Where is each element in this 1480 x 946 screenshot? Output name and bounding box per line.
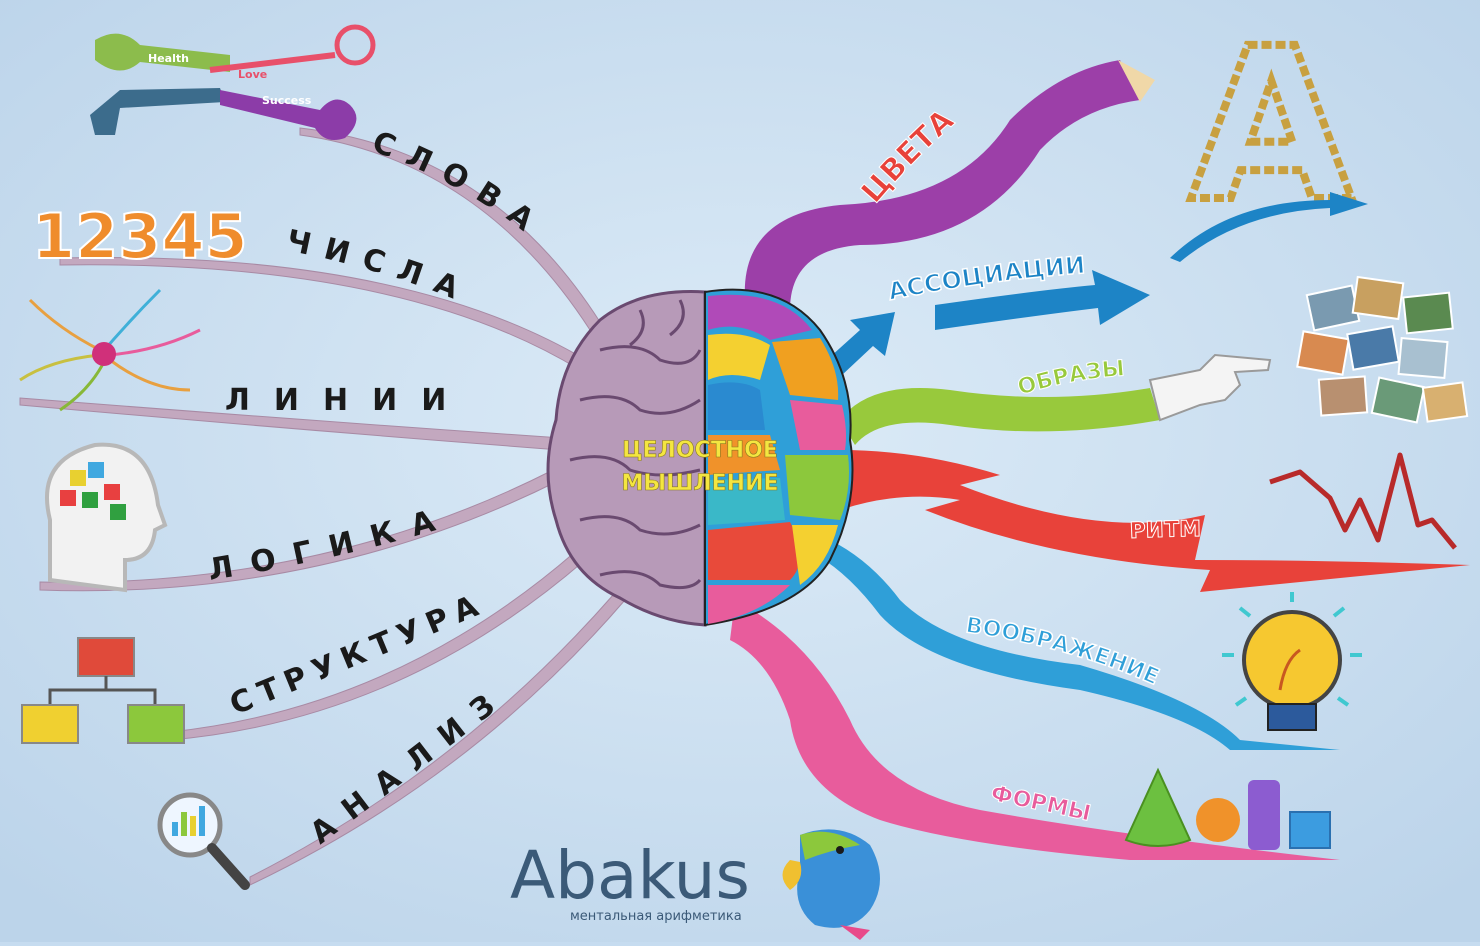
cube-icon	[1290, 812, 1330, 848]
cylinder-icon	[1248, 780, 1280, 850]
key-word-success: Success	[262, 94, 312, 107]
logo-tagline: ментальная арифметика	[570, 909, 742, 924]
key-word-love: Love	[238, 68, 267, 81]
center-title-line1: ЦЕЛОСТНОЕ	[622, 438, 778, 463]
numbers-icon: 12345	[32, 200, 248, 273]
sphere-icon	[1196, 798, 1240, 842]
brain: ЦЕЛОСТНОЕ МЫШЛЕНИЕ	[548, 290, 853, 625]
logo-name: Abakus	[510, 837, 750, 914]
svg-text:12345: 12345	[32, 200, 248, 273]
center-title-line2: МЫШЛЕНИЕ	[621, 471, 778, 496]
photos-icon	[1297, 277, 1467, 422]
letter-a-icon: A	[1170, 3, 1368, 262]
key-word-health: Health	[148, 52, 189, 65]
label-rhythm: РИТМ	[1129, 517, 1201, 544]
label-lines: ЛИНИИ	[225, 383, 470, 418]
